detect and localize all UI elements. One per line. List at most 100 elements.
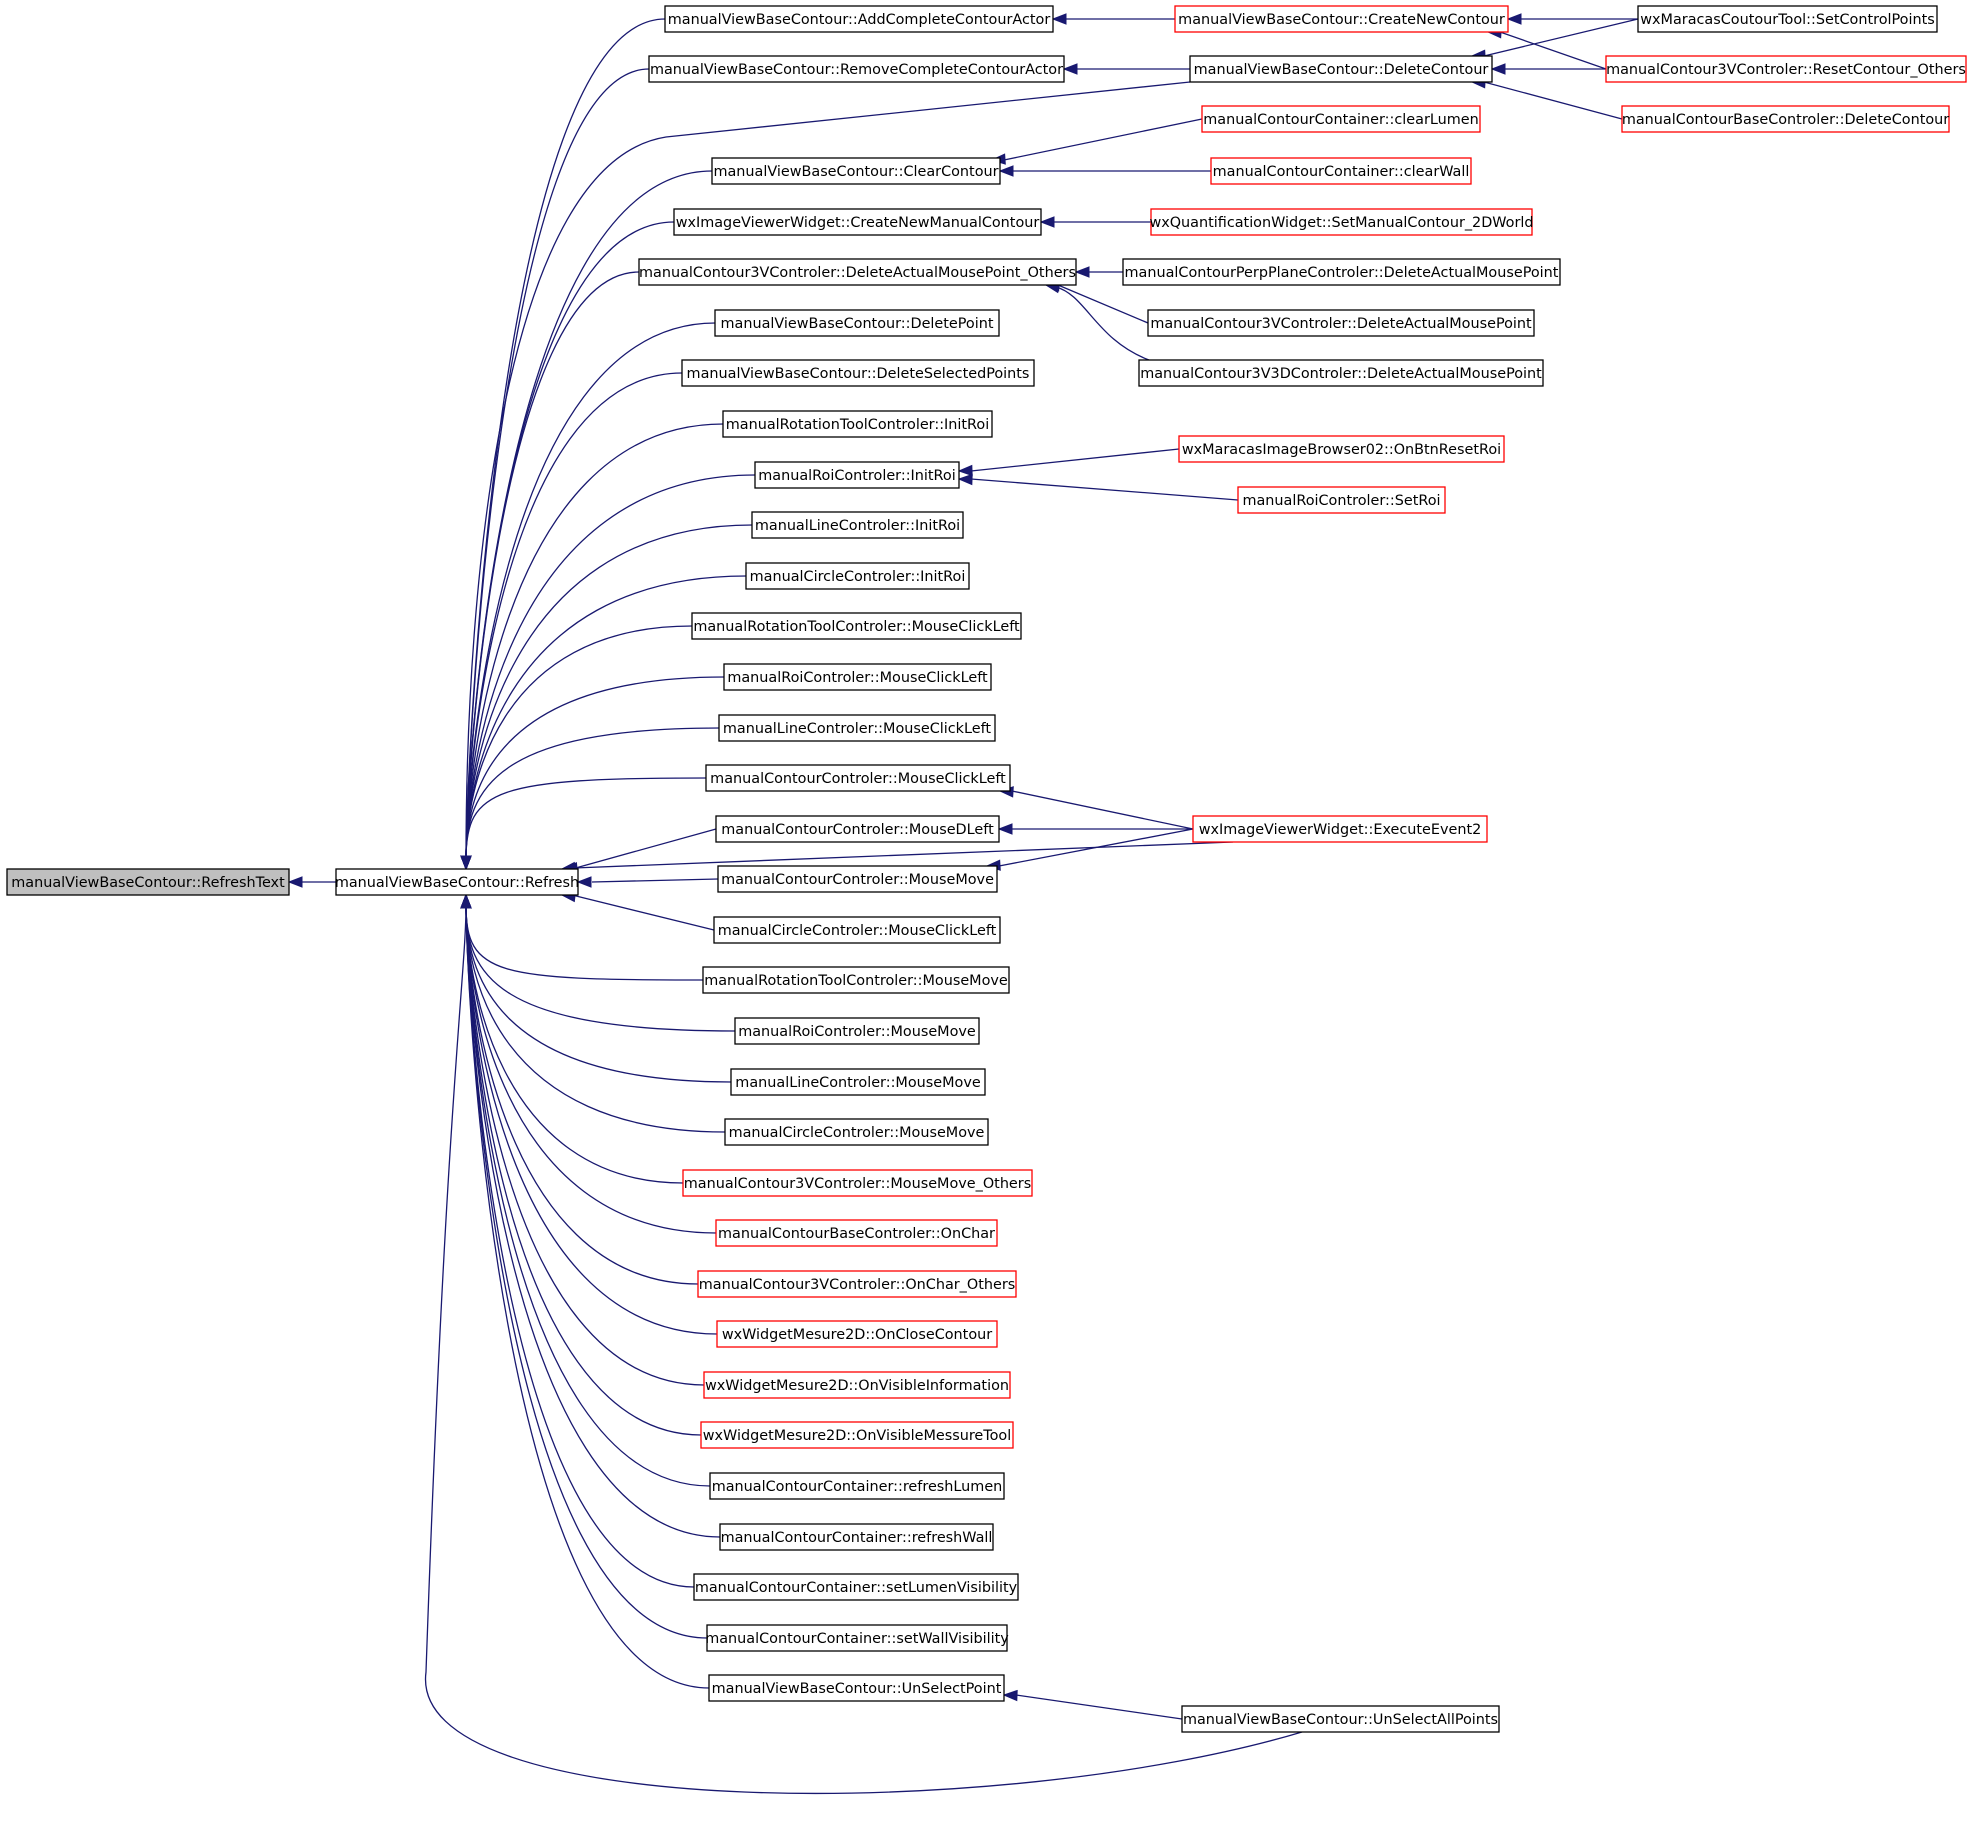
node-lineclick[interactable]: manualLineControler::MouseClickLeft <box>718 714 996 742</box>
node-box-roimove <box>734 1017 980 1045</box>
node-deleteactualothers[interactable]: manualContour3VControler::DeleteActualMo… <box>638 258 1077 286</box>
node-c3vmoveothers[interactable]: manualContour3VControler::MouseMove_Othe… <box>682 1169 1033 1197</box>
node-deletepoint[interactable]: manualViewBaseContour::DeletePoint <box>714 309 1000 337</box>
node-contourclick[interactable]: manualContourControler::MouseClickLeft <box>705 764 1011 792</box>
node-label-rotmove: manualRotationToolControler::MouseMove <box>704 973 1008 989</box>
node-box-c3vonchar <box>697 1270 1017 1298</box>
edge-browserreset-to-roiinitroi <box>970 448 1180 472</box>
node-rotclick[interactable]: manualRotationToolControler::MouseClickL… <box>691 612 1022 640</box>
node-box-lineclick <box>718 714 996 742</box>
edge-setcontrolpoints-to-createnewcontour-arrowhead <box>1506 13 1522 25</box>
node-roiclick[interactable]: manualRoiControler::MouseClickLeft <box>723 663 992 691</box>
node-label-lineinitroi: manualLineControler::InitRoi <box>755 518 960 534</box>
node-resetothers[interactable]: manualContour3VControler::ResetContour_O… <box>1605 55 1967 83</box>
edge-visiblemesure-to-refresh <box>465 904 702 1436</box>
node-basedeletecontour[interactable]: manualContourBaseControler::DeleteContou… <box>1621 105 1950 133</box>
node-label-unselectall: manualViewBaseContour::UnSelectAllPoints <box>1183 1712 1498 1728</box>
node-deletecontour[interactable]: manualViewBaseContour::DeleteContour <box>1189 55 1493 83</box>
node-c3vdelete[interactable]: manualContour3VControler::DeleteActualMo… <box>1147 309 1535 337</box>
edge-createnewmanual-to-refresh <box>465 221 675 860</box>
node-box-setmanual2d <box>1150 208 1533 236</box>
node-c3vonchar[interactable]: manualContour3VControler::OnChar_Others <box>697 1270 1017 1298</box>
node-createnewmanual[interactable]: wxImageViewerWidget::CreateNewManualCont… <box>673 208 1042 236</box>
node-clearwall[interactable]: manualContourContainer::clearWall <box>1210 157 1472 185</box>
node-box-refreshlumen <box>709 1472 1005 1500</box>
node-box-unselectall <box>1181 1705 1500 1733</box>
node-visibleinfo[interactable]: wxWidgetMesure2D::OnVisibleInformation <box>703 1371 1011 1399</box>
node-setlumenvis[interactable]: manualContourContainer::setLumenVisibili… <box>693 1573 1019 1601</box>
node-setcontrolpoints[interactable]: wxMaracasCoutourTool::SetControlPoints <box>1637 5 1938 33</box>
node-box-c3v3ddelete <box>1138 359 1544 387</box>
node-box-roiinitroi <box>754 461 960 489</box>
node-roiinitroi[interactable]: manualRoiControler::InitRoi <box>754 461 960 489</box>
node-label-roiinitroi: manualRoiControler::InitRoi <box>758 468 955 484</box>
edge-setcontrolpoints-to-deletecontour <box>1483 18 1639 57</box>
node-c3v3ddelete[interactable]: manualContour3V3DControler::DeleteActual… <box>1138 359 1544 387</box>
node-label-deletepoint: manualViewBaseContour::DeletePoint <box>721 316 994 332</box>
node-label-deleteselected: manualViewBaseContour::DeleteSelectedPoi… <box>687 366 1030 382</box>
node-browserreset[interactable]: wxMaracasImageBrowser02::OnBtnResetRoi <box>1178 435 1505 463</box>
node-setmanual2d[interactable]: wxQuantificationWidget::SetManualContour… <box>1149 208 1534 236</box>
node-rotmove[interactable]: manualRotationToolControler::MouseMove <box>702 966 1010 994</box>
node-label-refreshtext: manualViewBaseContour::RefreshText <box>11 875 285 891</box>
node-box-c3vmoveothers <box>682 1169 1033 1197</box>
edge-unselectall-to-refresh-arrowhead <box>460 893 472 909</box>
node-box-deletepoint <box>714 309 1000 337</box>
node-rotinitroi[interactable]: manualRotationToolControler::InitRoi <box>722 410 993 438</box>
node-closecontour[interactable]: wxWidgetMesure2D::OnCloseContour <box>716 1320 998 1348</box>
node-label-c3vdelete: manualContour3VControler::DeleteActualMo… <box>1150 316 1532 332</box>
node-createnewcontour[interactable]: manualViewBaseContour::CreateNewContour <box>1174 5 1509 33</box>
node-circleinitroi[interactable]: manualCircleControler::InitRoi <box>745 562 970 590</box>
edge-unselectall-to-unselectpoint <box>1015 1694 1183 1720</box>
node-label-refreshwall: manualContourContainer::refreshWall <box>721 1530 993 1546</box>
node-box-c3vdelete <box>1147 309 1535 337</box>
edge-c3vdelete-to-deleteactualothers <box>1057 284 1149 324</box>
edge-setlumenvis-to-refresh <box>465 904 695 1588</box>
node-label-basedeletecontour: manualContourBaseControler::DeleteContou… <box>1622 112 1949 128</box>
node-box-createnewcontour <box>1174 5 1509 33</box>
node-contourmove[interactable]: manualContourControler::MouseMove <box>717 865 998 893</box>
edge-executeevent2-to-contourdleft-arrowhead <box>997 823 1013 835</box>
node-label-baseonchar: manualContourBaseControler::OnChar <box>718 1226 995 1242</box>
node-label-roisetroi: manualRoiControler::SetRoi <box>1242 493 1440 509</box>
edge-linemove-to-refresh <box>465 904 732 1083</box>
node-box-setcontrolpoints <box>1637 5 1938 33</box>
node-executeevent2[interactable]: wxImageViewerWidget::ExecuteEvent2 <box>1192 815 1488 843</box>
node-box-clearlumen <box>1201 105 1481 133</box>
node-refreshtext[interactable]: manualViewBaseContour::RefreshText <box>6 868 290 896</box>
node-box-perpdelete <box>1122 258 1561 286</box>
node-lineinitroi[interactable]: manualLineControler::InitRoi <box>751 511 964 539</box>
node-contourdleft[interactable]: manualContourControler::MouseDLeft <box>715 815 1000 843</box>
node-addcomplete[interactable]: manualViewBaseContour::AddCompleteContou… <box>664 5 1054 33</box>
node-roimove[interactable]: manualRoiControler::MouseMove <box>734 1017 980 1045</box>
edge-refreshwall-to-refresh <box>465 904 721 1538</box>
node-clearlumen[interactable]: manualContourContainer::clearLumen <box>1201 105 1481 133</box>
node-roisetroi[interactable]: manualRoiControler::SetRoi <box>1237 486 1446 514</box>
node-box-rotmove <box>702 966 1010 994</box>
node-linemove[interactable]: manualLineControler::MouseMove <box>730 1068 986 1096</box>
node-label-createnewcontour: manualViewBaseContour::CreateNewContour <box>1178 12 1505 28</box>
edge-deleteactualothers-to-refresh <box>465 271 640 860</box>
node-deleteselected[interactable]: manualViewBaseContour::DeleteSelectedPoi… <box>681 359 1035 387</box>
edge-browserreset-to-roiinitroi-arrowhead <box>957 464 973 477</box>
edge-setmanual2d-to-createnewmanual-arrowhead <box>1039 216 1055 228</box>
node-box-executeevent2 <box>1192 815 1488 843</box>
node-circleclick[interactable]: manualCircleControler::MouseClickLeft <box>713 916 1001 944</box>
node-visiblemesure[interactable]: wxWidgetMesure2D::OnVisibleMessureTool <box>700 1421 1014 1449</box>
node-unselectpoint[interactable]: manualViewBaseContour::UnSelectPoint <box>708 1674 1005 1702</box>
node-refreshwall[interactable]: manualContourContainer::refreshWall <box>719 1523 994 1551</box>
node-setwallvis[interactable]: manualContourContainer::setWallVisibilit… <box>705 1624 1009 1652</box>
node-circlemove[interactable]: manualCircleControler::MouseMove <box>724 1118 989 1146</box>
node-unselectall[interactable]: manualViewBaseContour::UnSelectAllPoints <box>1181 1705 1500 1733</box>
node-box-deletecontour <box>1189 55 1493 83</box>
node-box-roiclick <box>723 663 992 691</box>
node-baseonchar[interactable]: manualContourBaseControler::OnChar <box>715 1219 998 1247</box>
node-removecomplete[interactable]: manualViewBaseContour::RemoveCompleteCon… <box>648 55 1065 83</box>
node-clearcontour[interactable]: manualViewBaseContour::ClearContour <box>711 157 1001 185</box>
node-refreshlumen[interactable]: manualContourContainer::refreshLumen <box>709 1472 1005 1500</box>
node-label-clearwall: manualContourContainer::clearWall <box>1213 164 1470 180</box>
node-refresh[interactable]: manualViewBaseContour::Refresh <box>335 868 579 896</box>
node-box-unselectpoint <box>708 1674 1005 1702</box>
node-perpdelete[interactable]: manualContourPerpPlaneControler::DeleteA… <box>1122 258 1561 286</box>
node-label-circlemove: manualCircleControler::MouseMove <box>729 1125 985 1141</box>
